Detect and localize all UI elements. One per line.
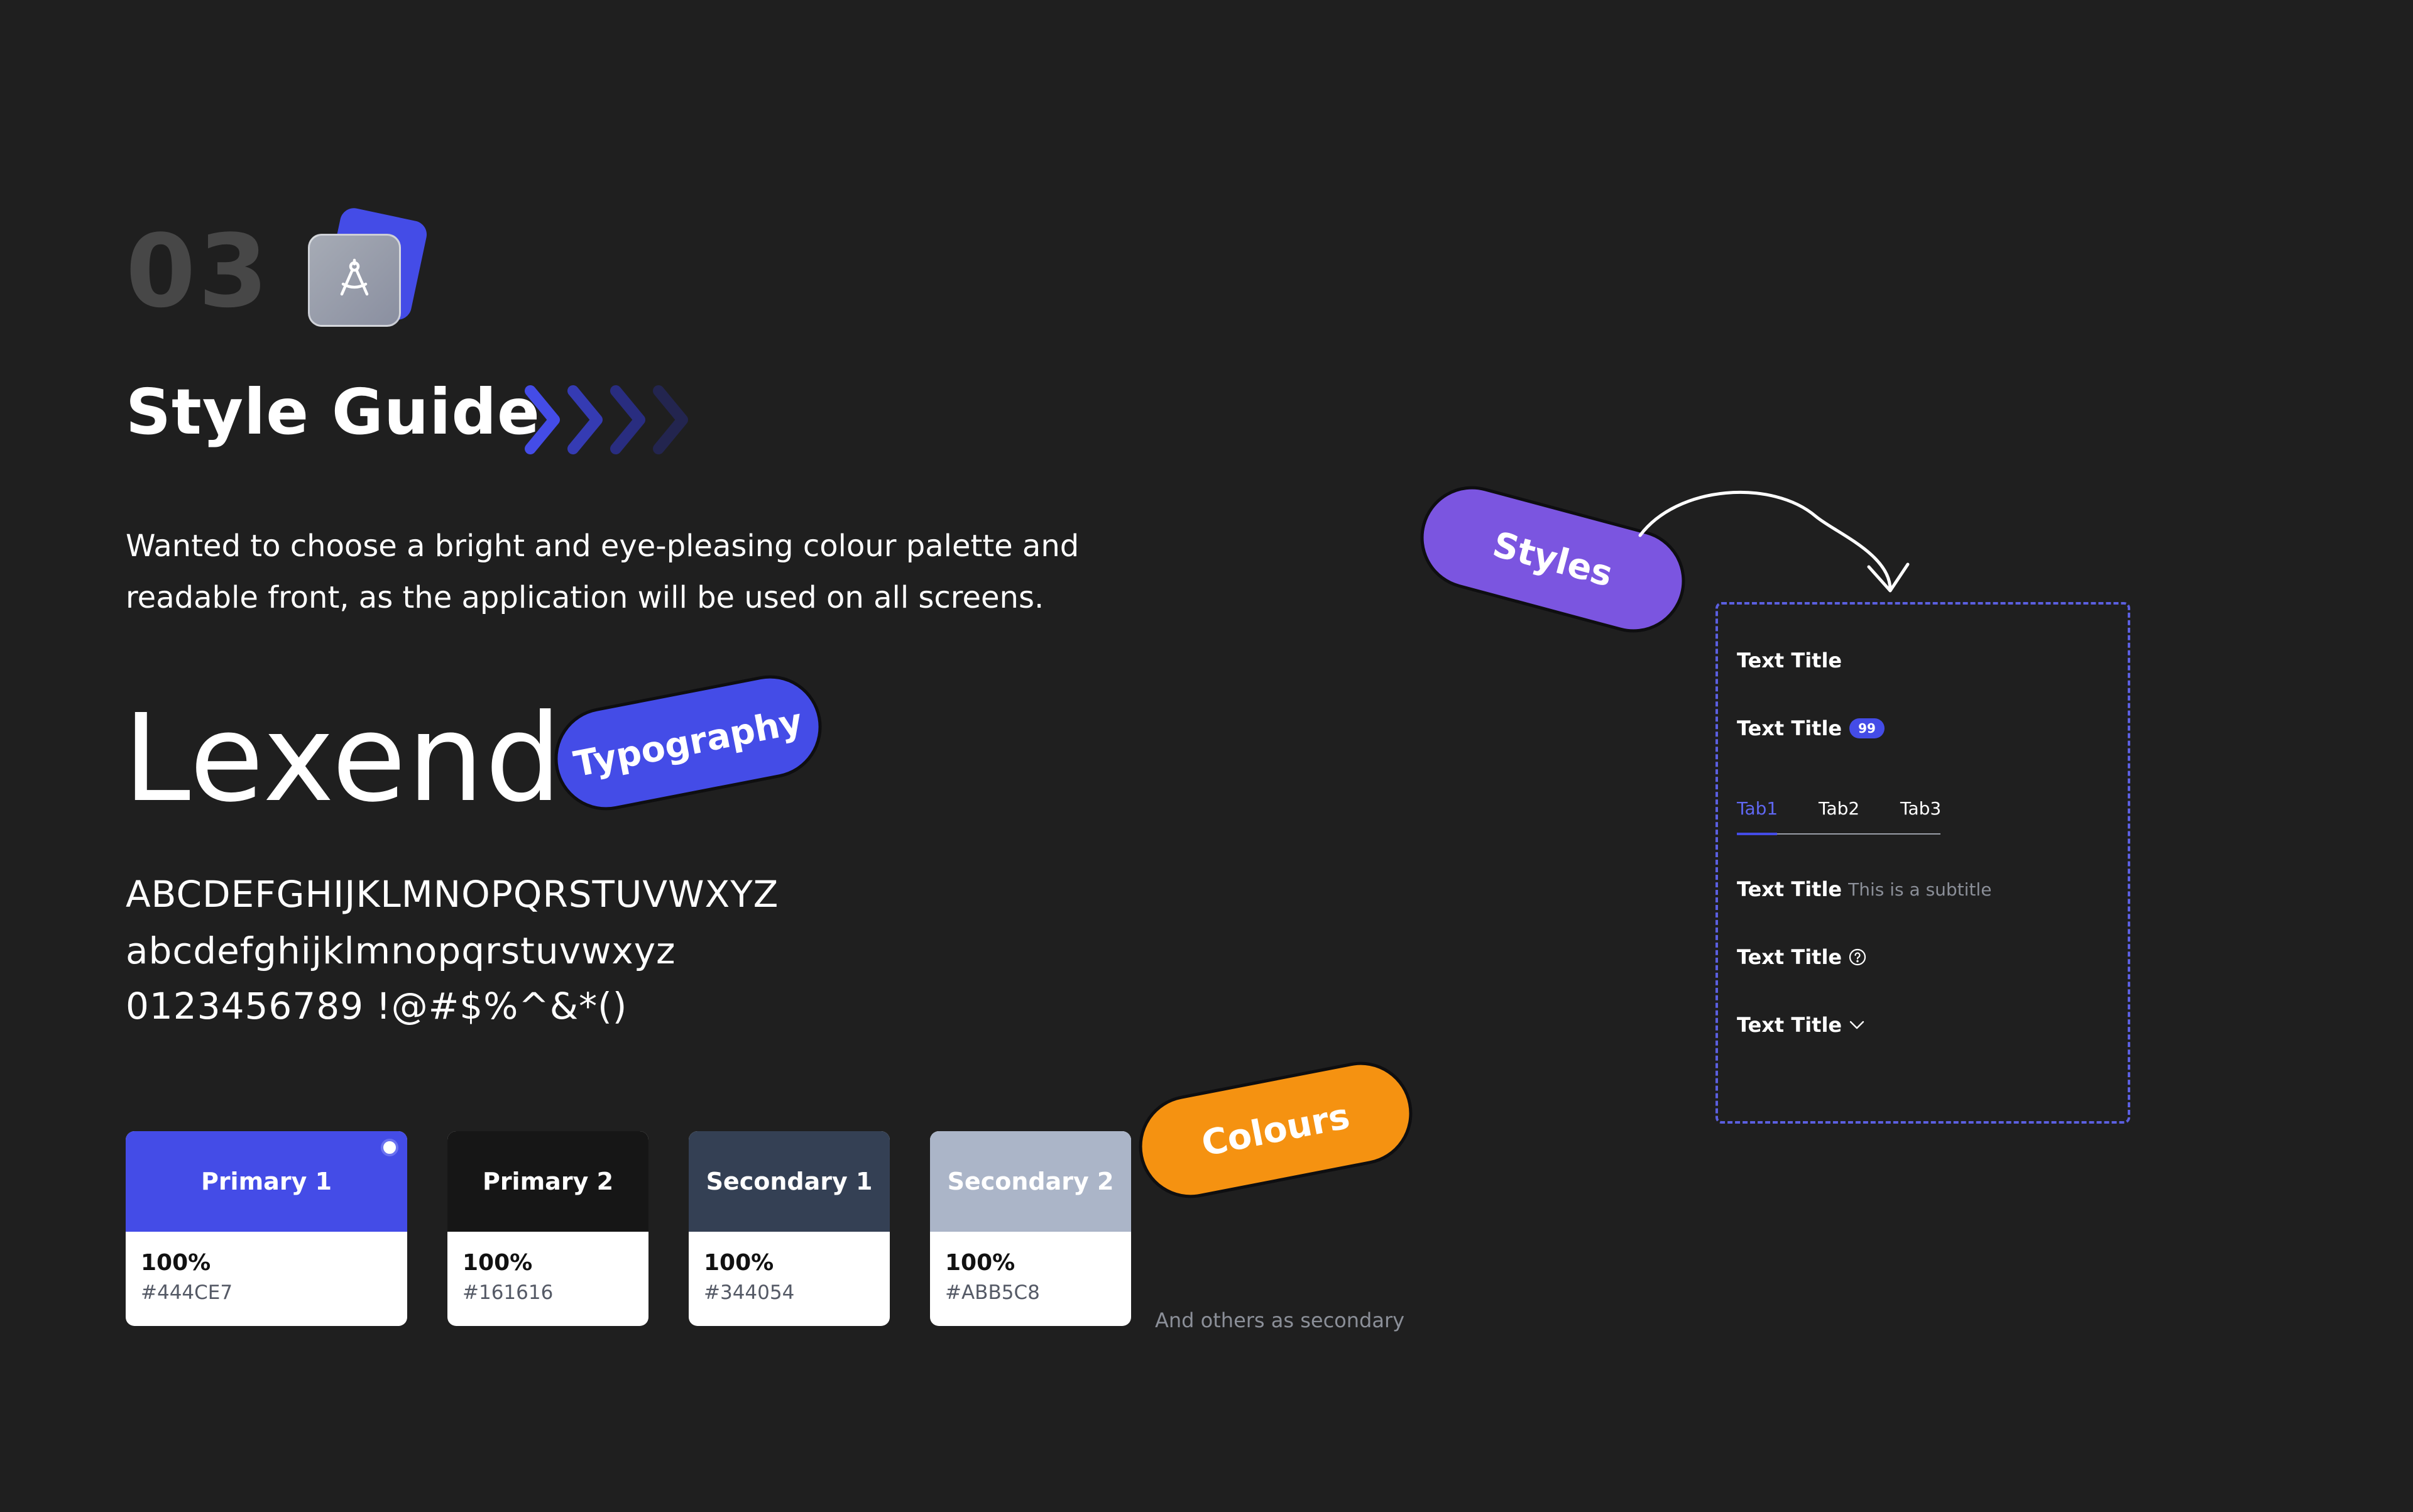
tab-bar: Tab1 Tab2 Tab3	[1737, 793, 1942, 835]
font-name: Lexend	[123, 689, 563, 829]
text-title-row: Text Title	[1737, 649, 1842, 672]
swatch-primary-2: Primary 2 100% #161616	[447, 1131, 648, 1326]
curved-arrow-icon	[1628, 473, 1917, 607]
swatch-color: Secondary 1	[689, 1131, 890, 1232]
uppercase-sample: ABCDEFGHIJKLMNOPQRSTUVWXYZ	[126, 873, 779, 916]
count-badge: 99	[1849, 718, 1885, 738]
tab-3[interactable]: Tab3	[1900, 798, 1942, 819]
swatch-color: Primary 2	[447, 1131, 648, 1232]
section-number: 03	[126, 212, 271, 330]
drafting-compass-icon	[308, 234, 401, 327]
typography-pill: Typography	[545, 666, 831, 819]
swatch-percent: 100%	[704, 1250, 774, 1276]
text-title: Text Title	[1737, 716, 1842, 740]
description-line-1: Wanted to choose a bright and eye-pleasi…	[126, 529, 1080, 564]
styles-preview-panel: Text Title Text Title 99 Tab1 Tab2 Tab3 …	[1715, 602, 2130, 1124]
question-circle-icon[interactable]	[1848, 948, 1867, 967]
others-note: And others as secondary	[1155, 1308, 1405, 1332]
swatch-secondary-2: Secondary 2 100% #ABB5C8	[930, 1131, 1131, 1326]
swatch-primary-1: Primary 1 100% #444CE7	[126, 1131, 407, 1326]
swatch-name: Primary 1	[200, 1168, 332, 1195]
swatch-secondary-1: Secondary 1 100% #344054	[689, 1131, 890, 1326]
text-title: Text Title	[1737, 1013, 1842, 1037]
text-title: Text Title	[1737, 945, 1842, 969]
selected-indicator-icon	[381, 1139, 398, 1156]
colours-pill: Colours	[1130, 1053, 1421, 1207]
swatch-name: Primary 2	[482, 1168, 614, 1195]
tab-2[interactable]: Tab2	[1819, 798, 1860, 819]
numbers-symbols-sample: 0123456789 !@#$%^&*()	[126, 985, 628, 1027]
active-tab-indicator	[1737, 833, 1777, 835]
description-line-2: readable front, as the application will …	[126, 580, 1044, 615]
swatch-name: Secondary 2	[947, 1168, 1114, 1195]
lowercase-sample: abcdefghijklmnopqrstuvwxyz	[126, 929, 676, 972]
text-title-badge-row: Text Title 99	[1737, 716, 1885, 740]
swatch-percent: 100%	[462, 1250, 533, 1276]
chevron-right-icon	[520, 382, 709, 460]
swatch-color: Primary 1	[126, 1131, 407, 1232]
page-title: Style Guide	[126, 375, 540, 449]
swatch-name: Secondary 1	[706, 1168, 873, 1195]
text-title-dropdown-row[interactable]: Text Title	[1737, 1013, 1866, 1037]
swatch-percent: 100%	[945, 1250, 1015, 1276]
description: Wanted to choose a bright and eye-pleasi…	[126, 520, 1131, 623]
tab-1[interactable]: Tab1	[1737, 798, 1778, 819]
text-title-subtitle-row: Text Title This is a subtitle	[1737, 877, 1991, 901]
swatch-hex: #344054	[704, 1281, 795, 1304]
swatch-hex: #161616	[462, 1281, 554, 1304]
chevron-down-icon[interactable]	[1848, 1019, 1866, 1031]
text-title: Text Title	[1737, 649, 1842, 672]
subtitle: This is a subtitle	[1848, 879, 1992, 900]
swatch-percent: 100%	[141, 1250, 211, 1276]
swatch-color: Secondary 2	[930, 1131, 1131, 1232]
swatch-hex: #ABB5C8	[945, 1281, 1040, 1304]
swatch-hex: #444CE7	[141, 1281, 233, 1304]
text-title: Text Title	[1737, 877, 1842, 901]
text-title-help-row: Text Title	[1737, 945, 1867, 969]
